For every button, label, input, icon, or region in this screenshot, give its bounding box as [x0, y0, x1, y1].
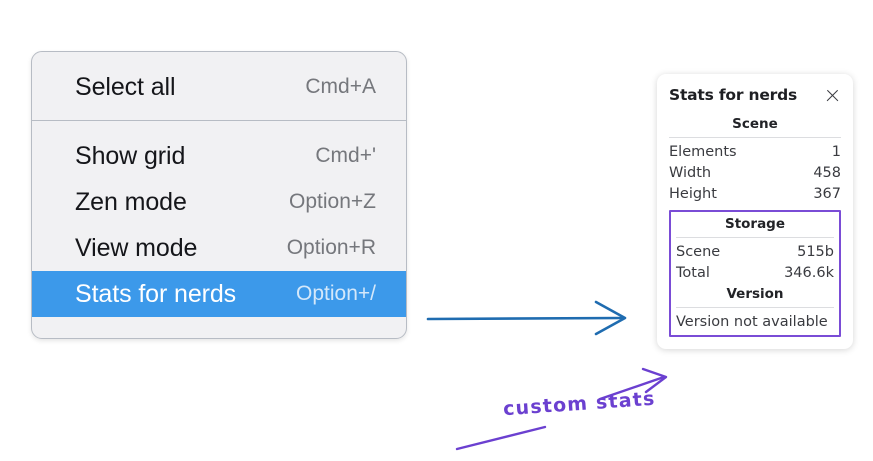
- stats-for-nerds-panel: Stats for nerds Scene Elements 1 Width 4…: [657, 74, 853, 349]
- menu-bottom-padding: [32, 317, 406, 338]
- menu-item-stats-for-nerds[interactable]: Stats for nerds Option+/: [32, 271, 406, 317]
- menu-separator: [32, 120, 406, 121]
- stats-section-storage: Storage Scene 515b Total 346.6k: [676, 213, 834, 283]
- stats-section-scene: Scene Elements 1 Width 458 Height 367: [669, 114, 841, 204]
- menu-item-zen-mode[interactable]: Zen mode Option+Z: [32, 179, 406, 225]
- close-icon[interactable]: [824, 87, 841, 104]
- menu-item-shortcut: Option+/: [296, 282, 376, 305]
- section-divider: [676, 307, 834, 308]
- stat-key: Height: [669, 185, 717, 202]
- context-menu[interactable]: Select all Cmd+A Show grid Cmd+' Zen mod…: [31, 51, 407, 339]
- stat-key: Total: [676, 264, 710, 281]
- annotation-label: custom stats: [502, 387, 657, 421]
- section-divider: [669, 137, 841, 138]
- panel-title: Stats for nerds: [669, 86, 798, 104]
- menu-item-show-grid[interactable]: Show grid Cmd+': [32, 133, 406, 179]
- menu-item-select-all[interactable]: Select all Cmd+A: [32, 64, 406, 110]
- stat-key: Elements: [669, 143, 737, 160]
- stat-row-total: Total 346.6k: [676, 262, 834, 283]
- menu-item-shortcut: Cmd+': [315, 144, 376, 167]
- custom-stats-highlight-box: Storage Scene 515b Total 346.6k Version …: [669, 210, 841, 337]
- stat-key: Scene: [676, 243, 721, 260]
- annotation-underline-stroke: [455, 425, 547, 451]
- stat-key: Width: [669, 164, 712, 181]
- section-heading: Scene: [732, 116, 778, 132]
- stat-value: 458: [813, 164, 841, 181]
- section-heading: Storage: [724, 216, 786, 232]
- panel-titlebar: Stats for nerds: [669, 84, 841, 114]
- section-divider: [676, 237, 834, 238]
- stat-value: 367: [813, 185, 841, 202]
- stat-row-scene: Scene 515b: [676, 241, 834, 262]
- menu-top-padding: [32, 52, 406, 64]
- stat-value: 1: [831, 143, 841, 160]
- menu-item-shortcut: Cmd+A: [305, 75, 376, 98]
- menu-item-label: Show grid: [75, 141, 186, 170]
- stat-row-elements: Elements 1: [669, 141, 841, 162]
- stat-value: 515b: [797, 243, 834, 260]
- version-value: Version not available: [676, 314, 828, 330]
- menu-item-label: Select all: [75, 72, 176, 101]
- menu-item-shortcut: Option+Z: [289, 190, 376, 213]
- menu-item-label: View mode: [75, 233, 198, 262]
- arrow-menu-to-panel: [426, 300, 627, 336]
- stat-row-height: Height 367: [669, 183, 841, 204]
- menu-item-label: Zen mode: [75, 187, 187, 216]
- stat-value: 346.6k: [784, 264, 834, 281]
- menu-item-view-mode[interactable]: View mode Option+R: [32, 225, 406, 271]
- menu-item-shortcut: Option+R: [286, 236, 376, 259]
- menu-item-label: Stats for nerds: [75, 279, 237, 308]
- section-heading: Version: [726, 286, 784, 302]
- stats-section-version: Version Version not available: [676, 283, 834, 331]
- stat-row-width: Width 458: [669, 162, 841, 183]
- menu-group-padding: [32, 121, 406, 133]
